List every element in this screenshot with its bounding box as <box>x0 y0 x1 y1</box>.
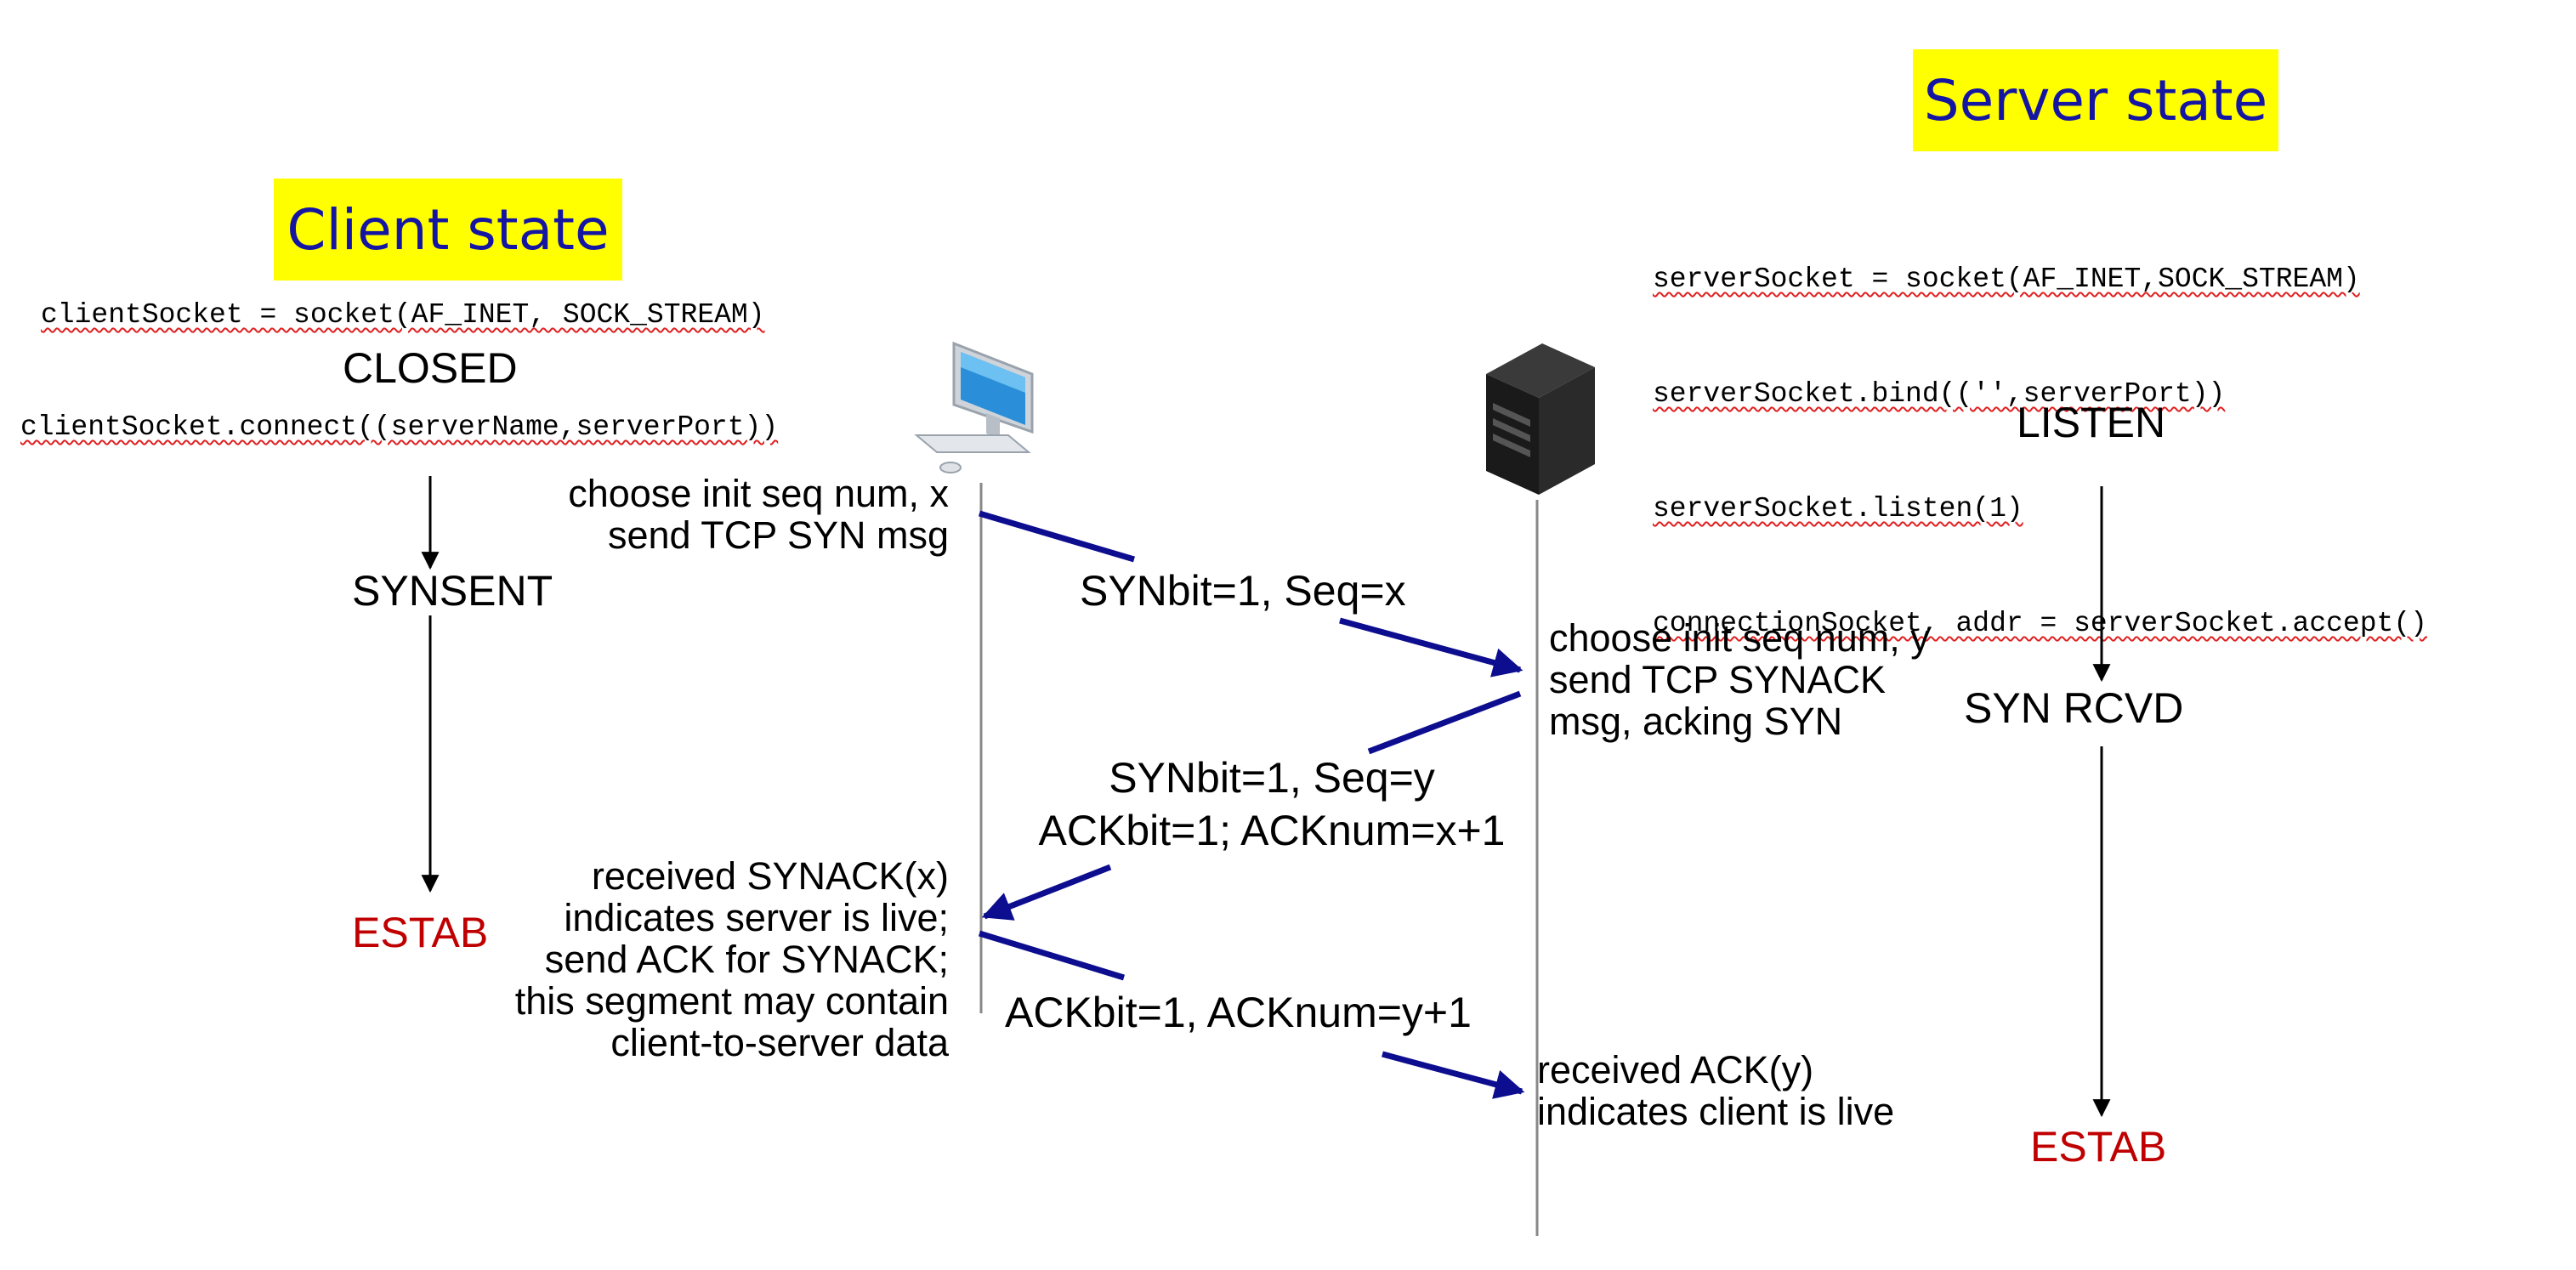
server-state-synrcvd: SYN RCVD <box>1964 684 2184 732</box>
server-code-line-4: connectionSocket, addr = serverSocket.ac… <box>1653 604 2427 643</box>
server-note-ack-line-1: received ACK(y) <box>1537 1048 1814 1091</box>
client-note-syn: choose init seq num, x send TCP SYN msg <box>568 473 949 556</box>
message-synack-label: SYNbit=1, Seq=y ACKbit=1; ACKnum=x+1 <box>1025 751 1518 857</box>
server-note-ack: received ACK(y) indicates client is live <box>1537 1049 1894 1132</box>
client-state-closed: CLOSED <box>343 344 518 392</box>
client-socket-code: clientSocket = socket(AF_INET, SOCK_STRE… <box>41 296 765 334</box>
synack-arrow-segment-2 <box>981 864 1112 921</box>
message-ack-label: ACKbit=1, ACKnum=y+1 <box>1005 989 1472 1036</box>
server-tower-icon <box>1486 343 1595 495</box>
client-connect-code-text: clientSocket.connect((serverName,serverP… <box>20 411 779 443</box>
client-note-ack-line-4: this segment may contain <box>514 979 949 1023</box>
server-note-synack-line-3: msg, acking SYN <box>1549 700 1843 743</box>
client-state-title-text: Client state <box>287 196 610 263</box>
client-note-ack-line-2: indicates server is live; <box>564 896 949 939</box>
client-note-ack-line-5: client-to-server data <box>610 1021 949 1064</box>
desktop-computer-icon <box>914 341 1034 473</box>
syn-arrow-segment-1 <box>979 510 1135 563</box>
server-state-title: Server state <box>1913 49 2278 151</box>
client-state-estab: ESTAB <box>352 909 489 956</box>
server-code-line-2-text: serverSocket.bind(('',serverPort)) <box>1653 378 2226 410</box>
client-state-title: Client state <box>274 179 622 281</box>
server-code-line-4-text: connectionSocket, addr = serverSocket.ac… <box>1653 608 2427 639</box>
client-socket-code-text: clientSocket = socket(AF_INET, SOCK_STRE… <box>41 299 765 331</box>
server-note-synack-line-2: send TCP SYNACK <box>1549 658 1887 701</box>
synack-arrow-segment-1 <box>1367 690 1522 755</box>
client-state-synsent: SYNSENT <box>352 567 553 615</box>
client-note-ack-line-1: received SYNACK(x) <box>591 854 949 898</box>
server-note-ack-line-2: indicates client is live <box>1537 1090 1895 1133</box>
server-code-line-3-text: serverSocket.listen(1) <box>1653 493 2023 524</box>
server-code-line-2: serverSocket.bind(('',serverPort)) <box>1653 375 2427 413</box>
client-note-syn-line-2: send TCP SYN msg <box>607 513 949 557</box>
syn-arrow-segment-2 <box>1339 617 1523 678</box>
server-code-line-1: serverSocket = socket(AF_INET,SOCK_STREA… <box>1653 260 2427 298</box>
server-note-synack-line-1: choose init seq num, y <box>1549 616 1930 660</box>
client-connect-code: clientSocket.connect((serverName,serverP… <box>20 408 778 446</box>
message-synack-line-2: ACKbit=1; ACKnum=x+1 <box>1038 807 1506 854</box>
server-code-line-1-text: serverSocket = socket(AF_INET,SOCK_STREA… <box>1653 264 2360 295</box>
message-syn-label: SYNbit=1, Seq=x <box>1080 567 1406 615</box>
client-note-ack: received SYNACK(x) indicates server is l… <box>515 855 949 1063</box>
server-state-title-text: Server state <box>1923 67 2268 133</box>
ack-arrow-segment-2 <box>1382 1051 1525 1099</box>
server-code-block: serverSocket = socket(AF_INET,SOCK_STREA… <box>1653 184 2427 681</box>
client-note-ack-line-3: send ACK for SYNACK; <box>544 938 949 981</box>
server-state-estab: ESTAB <box>2030 1123 2167 1171</box>
server-note-synack: choose init seq num, y send TCP SYNACK m… <box>1549 617 1930 742</box>
server-state-listen: LISTEN <box>2017 399 2166 446</box>
ack-arrow-segment-1 <box>978 930 1126 981</box>
message-synack-line-1: SYNbit=1, Seq=y <box>1109 754 1435 802</box>
server-code-line-3: serverSocket.listen(1) <box>1653 490 2427 528</box>
client-note-syn-line-1: choose init seq num, x <box>568 472 949 515</box>
